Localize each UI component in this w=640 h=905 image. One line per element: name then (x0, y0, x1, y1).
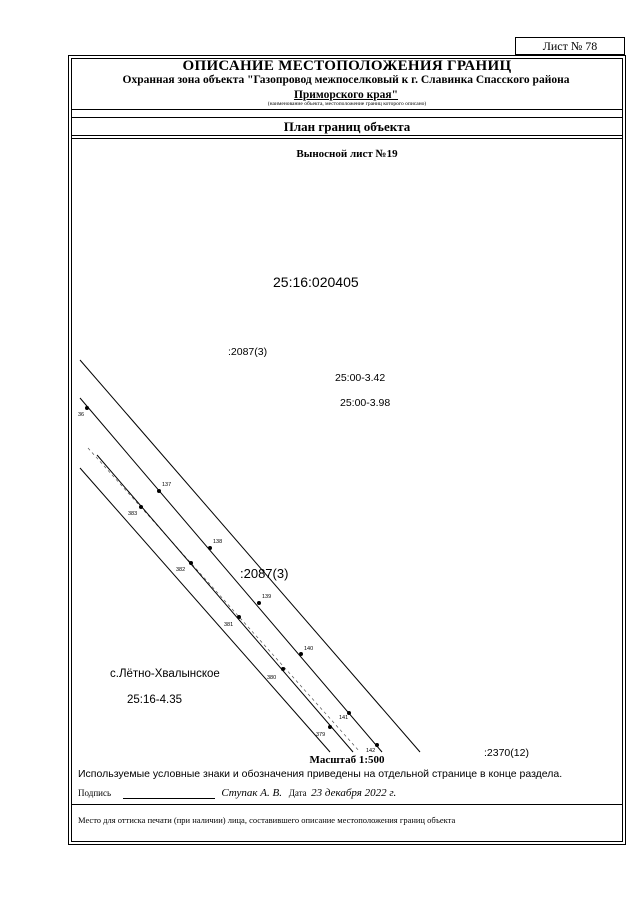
point-label: 142 (366, 748, 375, 754)
zone-label-1: 25:00-3.42 (335, 372, 385, 384)
outer-frame (68, 55, 626, 845)
zone-label-2: 25:00-3.98 (340, 397, 390, 409)
quarter-label: 25:16:020405 (273, 274, 359, 290)
point-label: 380 (267, 675, 276, 681)
date-label: Дата (288, 788, 307, 798)
boundary-point (299, 652, 303, 656)
boundary-points (85, 406, 379, 747)
boundary-point (189, 561, 193, 565)
divider (71, 804, 623, 805)
divider (71, 135, 623, 136)
boundary-line-outer (79, 359, 421, 753)
boundary-point (281, 667, 285, 671)
boundary-point (237, 615, 241, 619)
axis-line-dashed (87, 447, 361, 753)
settlement-label: с.Лётно-Хвалынское (110, 668, 220, 680)
boundary-point (257, 601, 261, 605)
point-label: 141 (339, 715, 348, 721)
signature-label: Подпись (78, 788, 112, 798)
stamp-note: Место для оттиска печати (при наличии) л… (78, 815, 456, 825)
point-label: 379 (316, 732, 325, 738)
date-value: 23 декабря 2022 г. (311, 787, 397, 799)
parcel-label-mid: :2087(3) (240, 566, 288, 581)
point-label: 137 (162, 482, 171, 488)
boundary-line-inner (79, 467, 331, 753)
inner-frame (71, 58, 623, 842)
boundary-line-second (96, 454, 354, 753)
signature-line (123, 790, 216, 799)
point-label: 381 (224, 622, 233, 628)
object-note: (наименование объекта, местоположение гр… (267, 101, 427, 107)
scale-label: Масштаб 1:500 (309, 754, 385, 766)
divider (71, 109, 623, 110)
point-label: 138 (213, 539, 222, 545)
boundary-point (208, 546, 212, 550)
parcel-label-top: :2087(3) (228, 346, 267, 358)
point-label: 139 (262, 594, 271, 600)
boundary-point (85, 406, 89, 410)
object-name-line2: Приморского края" (293, 89, 399, 101)
document-title: ОПИСАНИЕ МЕСТОПОЛОЖЕНИЯ ГРАНИЦ (182, 58, 512, 74)
signer-name: Ступак А. В. (221, 787, 282, 799)
plan-title: План границ объекта (283, 119, 411, 134)
boundary-point (157, 489, 161, 493)
object-name: Охранная зона объекта "Газопровод межпос… (90, 73, 602, 103)
boundary-line-main (79, 397, 383, 753)
sheet-number: Лист № 78 (515, 37, 625, 55)
point-label: 36 (78, 412, 84, 418)
point-label: 383 (128, 511, 137, 517)
boundary-point (139, 505, 143, 509)
signature-row: Подпись Ступак А. В. Дата 23 декабря 202… (78, 787, 396, 799)
point-label: 140 (304, 646, 313, 652)
object-name-line1: Охранная зона объекта "Газопровод межпос… (122, 74, 570, 86)
legend-note: Используемые условные знаки и обозначени… (78, 768, 563, 780)
divider (71, 138, 623, 139)
divider (71, 117, 623, 118)
zone-label-3: 25:16-4.35 (127, 694, 182, 706)
point-label: 382 (176, 567, 185, 573)
boundary-point (347, 711, 351, 715)
boundary-point (375, 743, 379, 747)
boundary-point (328, 725, 332, 729)
parcel-label-bottom: :2370(12) (484, 747, 529, 759)
sub-sheet-title: Выносной лист №19 (296, 148, 398, 160)
